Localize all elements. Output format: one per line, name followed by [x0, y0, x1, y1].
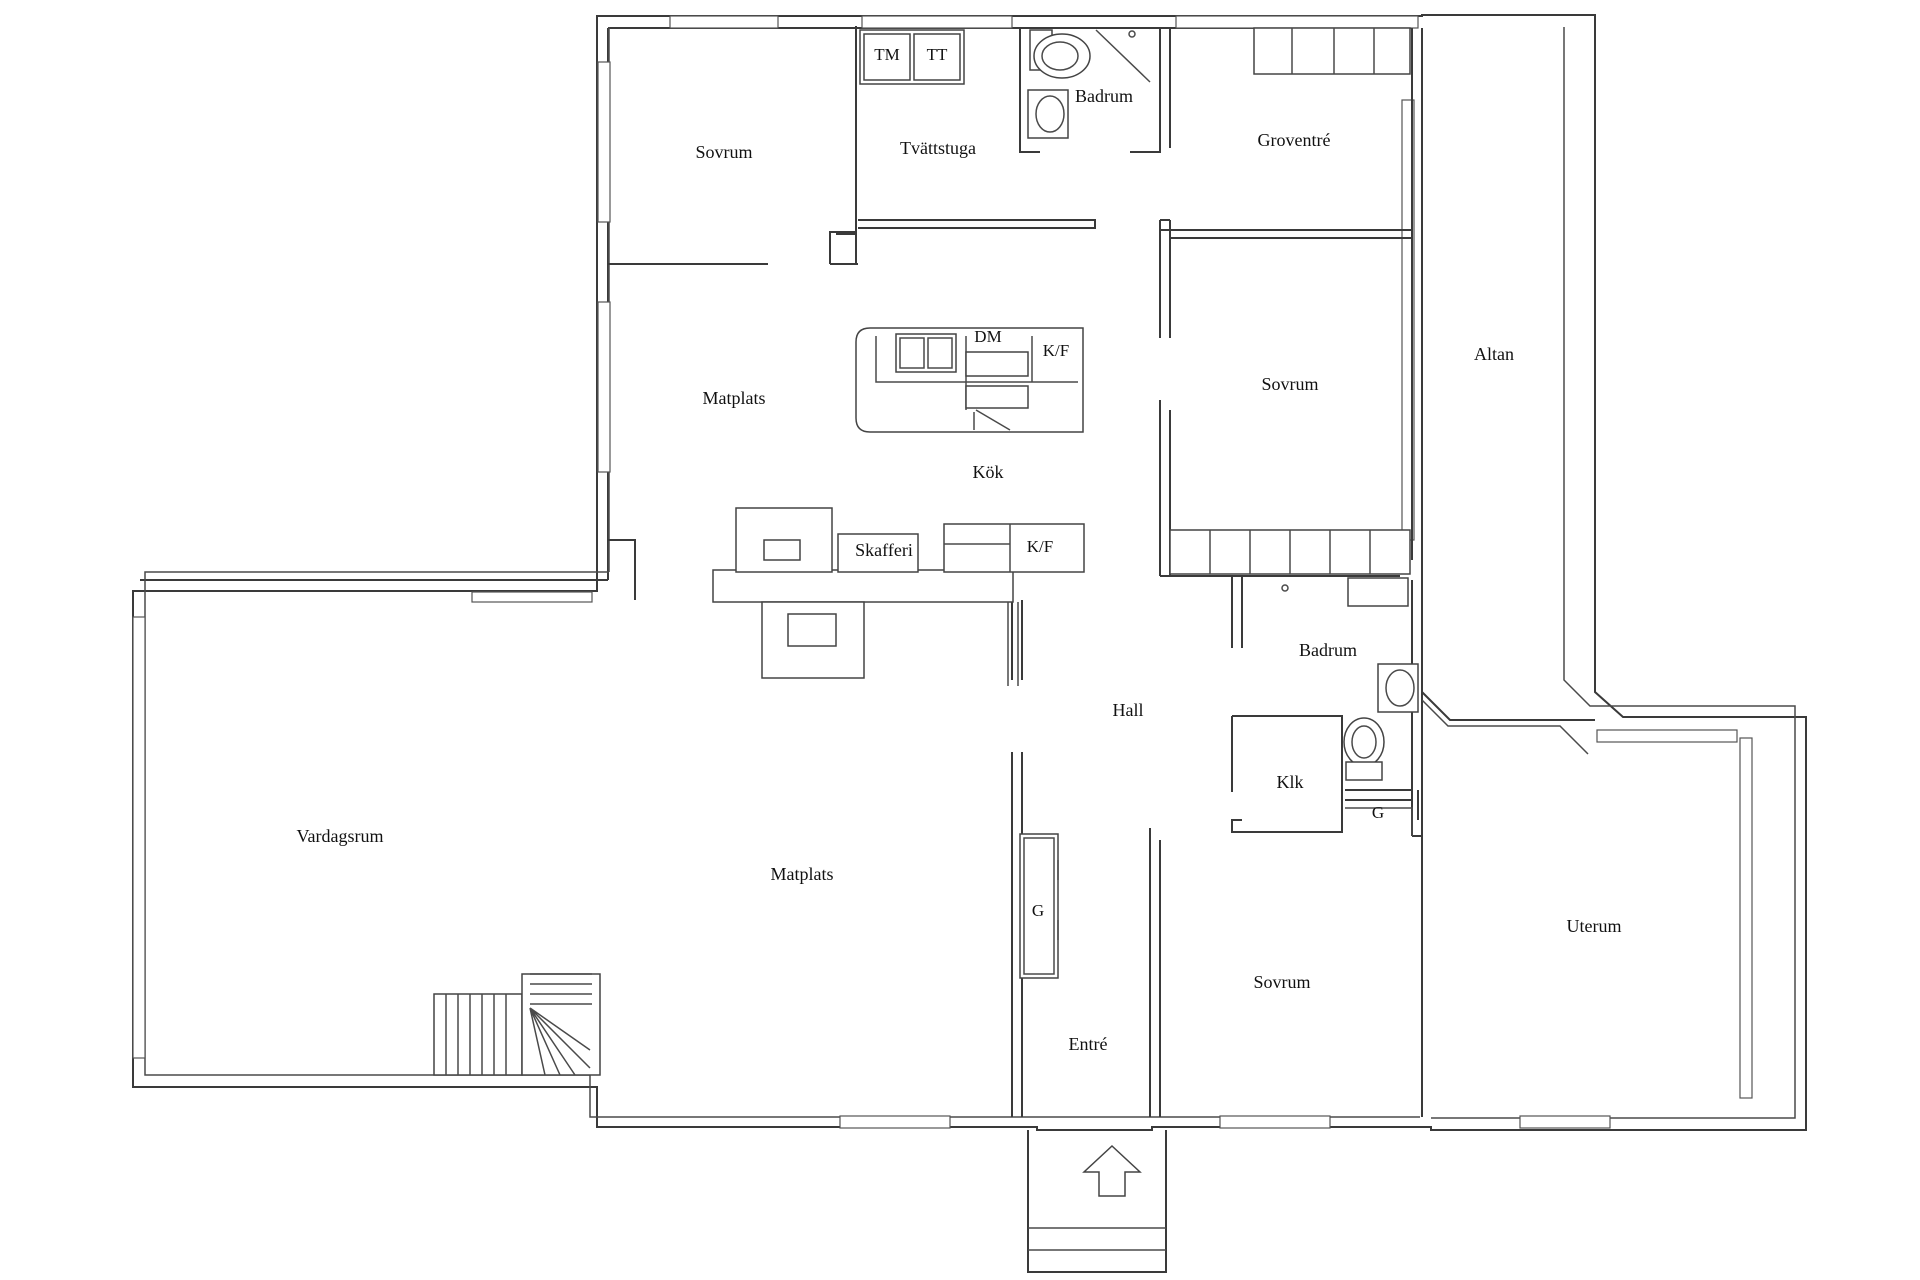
outer-walls: [132, 14, 1807, 1131]
room-matplats-upper: Matplats: [703, 388, 766, 408]
room-hall: Hall: [1113, 700, 1144, 720]
interior-walls: [608, 26, 1595, 1117]
room-altan: Altan: [1474, 344, 1514, 364]
entrance-steps: [1027, 1130, 1167, 1273]
groventre-cabinets: [1253, 27, 1411, 75]
room-sovrum-nw: Sovrum: [695, 142, 752, 162]
room-labels: Sovrum Tvättstuga Badrum Groventré Matpl…: [297, 86, 1622, 1054]
room-vardagsrum: Vardagsrum: [297, 826, 384, 846]
room-sovrum-se: Sovrum: [1253, 972, 1310, 992]
dm-label: DM: [974, 327, 1001, 346]
room-badrum-mid: Badrum: [1299, 640, 1357, 660]
room-groventre: Groventré: [1258, 130, 1331, 150]
dishwasher: [965, 351, 1029, 377]
skafferi-cabinet: [837, 533, 919, 573]
hall-cabinet: G: [1019, 833, 1059, 979]
stairs-icon: [433, 973, 601, 1076]
g-closet-label: G: [1372, 803, 1384, 822]
room-uterum: Uterum: [1567, 916, 1622, 936]
kitchen-sink-icon: [895, 333, 957, 373]
kitchen-island: DM K/F: [855, 327, 1084, 433]
room-entre: Entré: [1069, 1034, 1108, 1054]
toilet-icon: [1029, 29, 1091, 79]
tm-label: TM: [874, 45, 900, 64]
arrow-up-icon: [1082, 1144, 1142, 1197]
tt-label: TT: [927, 45, 948, 64]
kf-island-label: K/F: [1043, 341, 1069, 360]
g-hall-label: G: [1032, 901, 1044, 920]
toilet-icon: [1343, 717, 1385, 781]
room-tvattstuga: Tvättstuga: [900, 138, 976, 158]
skafferi-label: Skafferi: [855, 540, 913, 560]
mid-bathroom-fixtures: [1281, 577, 1419, 836]
room-matplats-lower: Matplats: [771, 864, 834, 884]
sovrum-mid-wardrobe: [1169, 529, 1411, 575]
top-bathroom-fixtures: [1027, 29, 1151, 139]
kf-pantry-label: K/F: [1027, 537, 1053, 556]
laundry-appliances: TM TT: [859, 29, 965, 85]
room-sovrum-mid: Sovrum: [1261, 374, 1318, 394]
washing-machine: [863, 33, 911, 81]
tumble-dryer: [913, 33, 961, 81]
room-badrum-top: Badrum: [1075, 86, 1133, 106]
kitchen-counter-row: Skafferi K/F: [712, 507, 1085, 686]
room-klk: Klk: [1277, 772, 1304, 792]
sink-icon: [1027, 89, 1069, 139]
sink-icon: [1377, 663, 1419, 713]
room-kok: Kök: [973, 462, 1004, 482]
